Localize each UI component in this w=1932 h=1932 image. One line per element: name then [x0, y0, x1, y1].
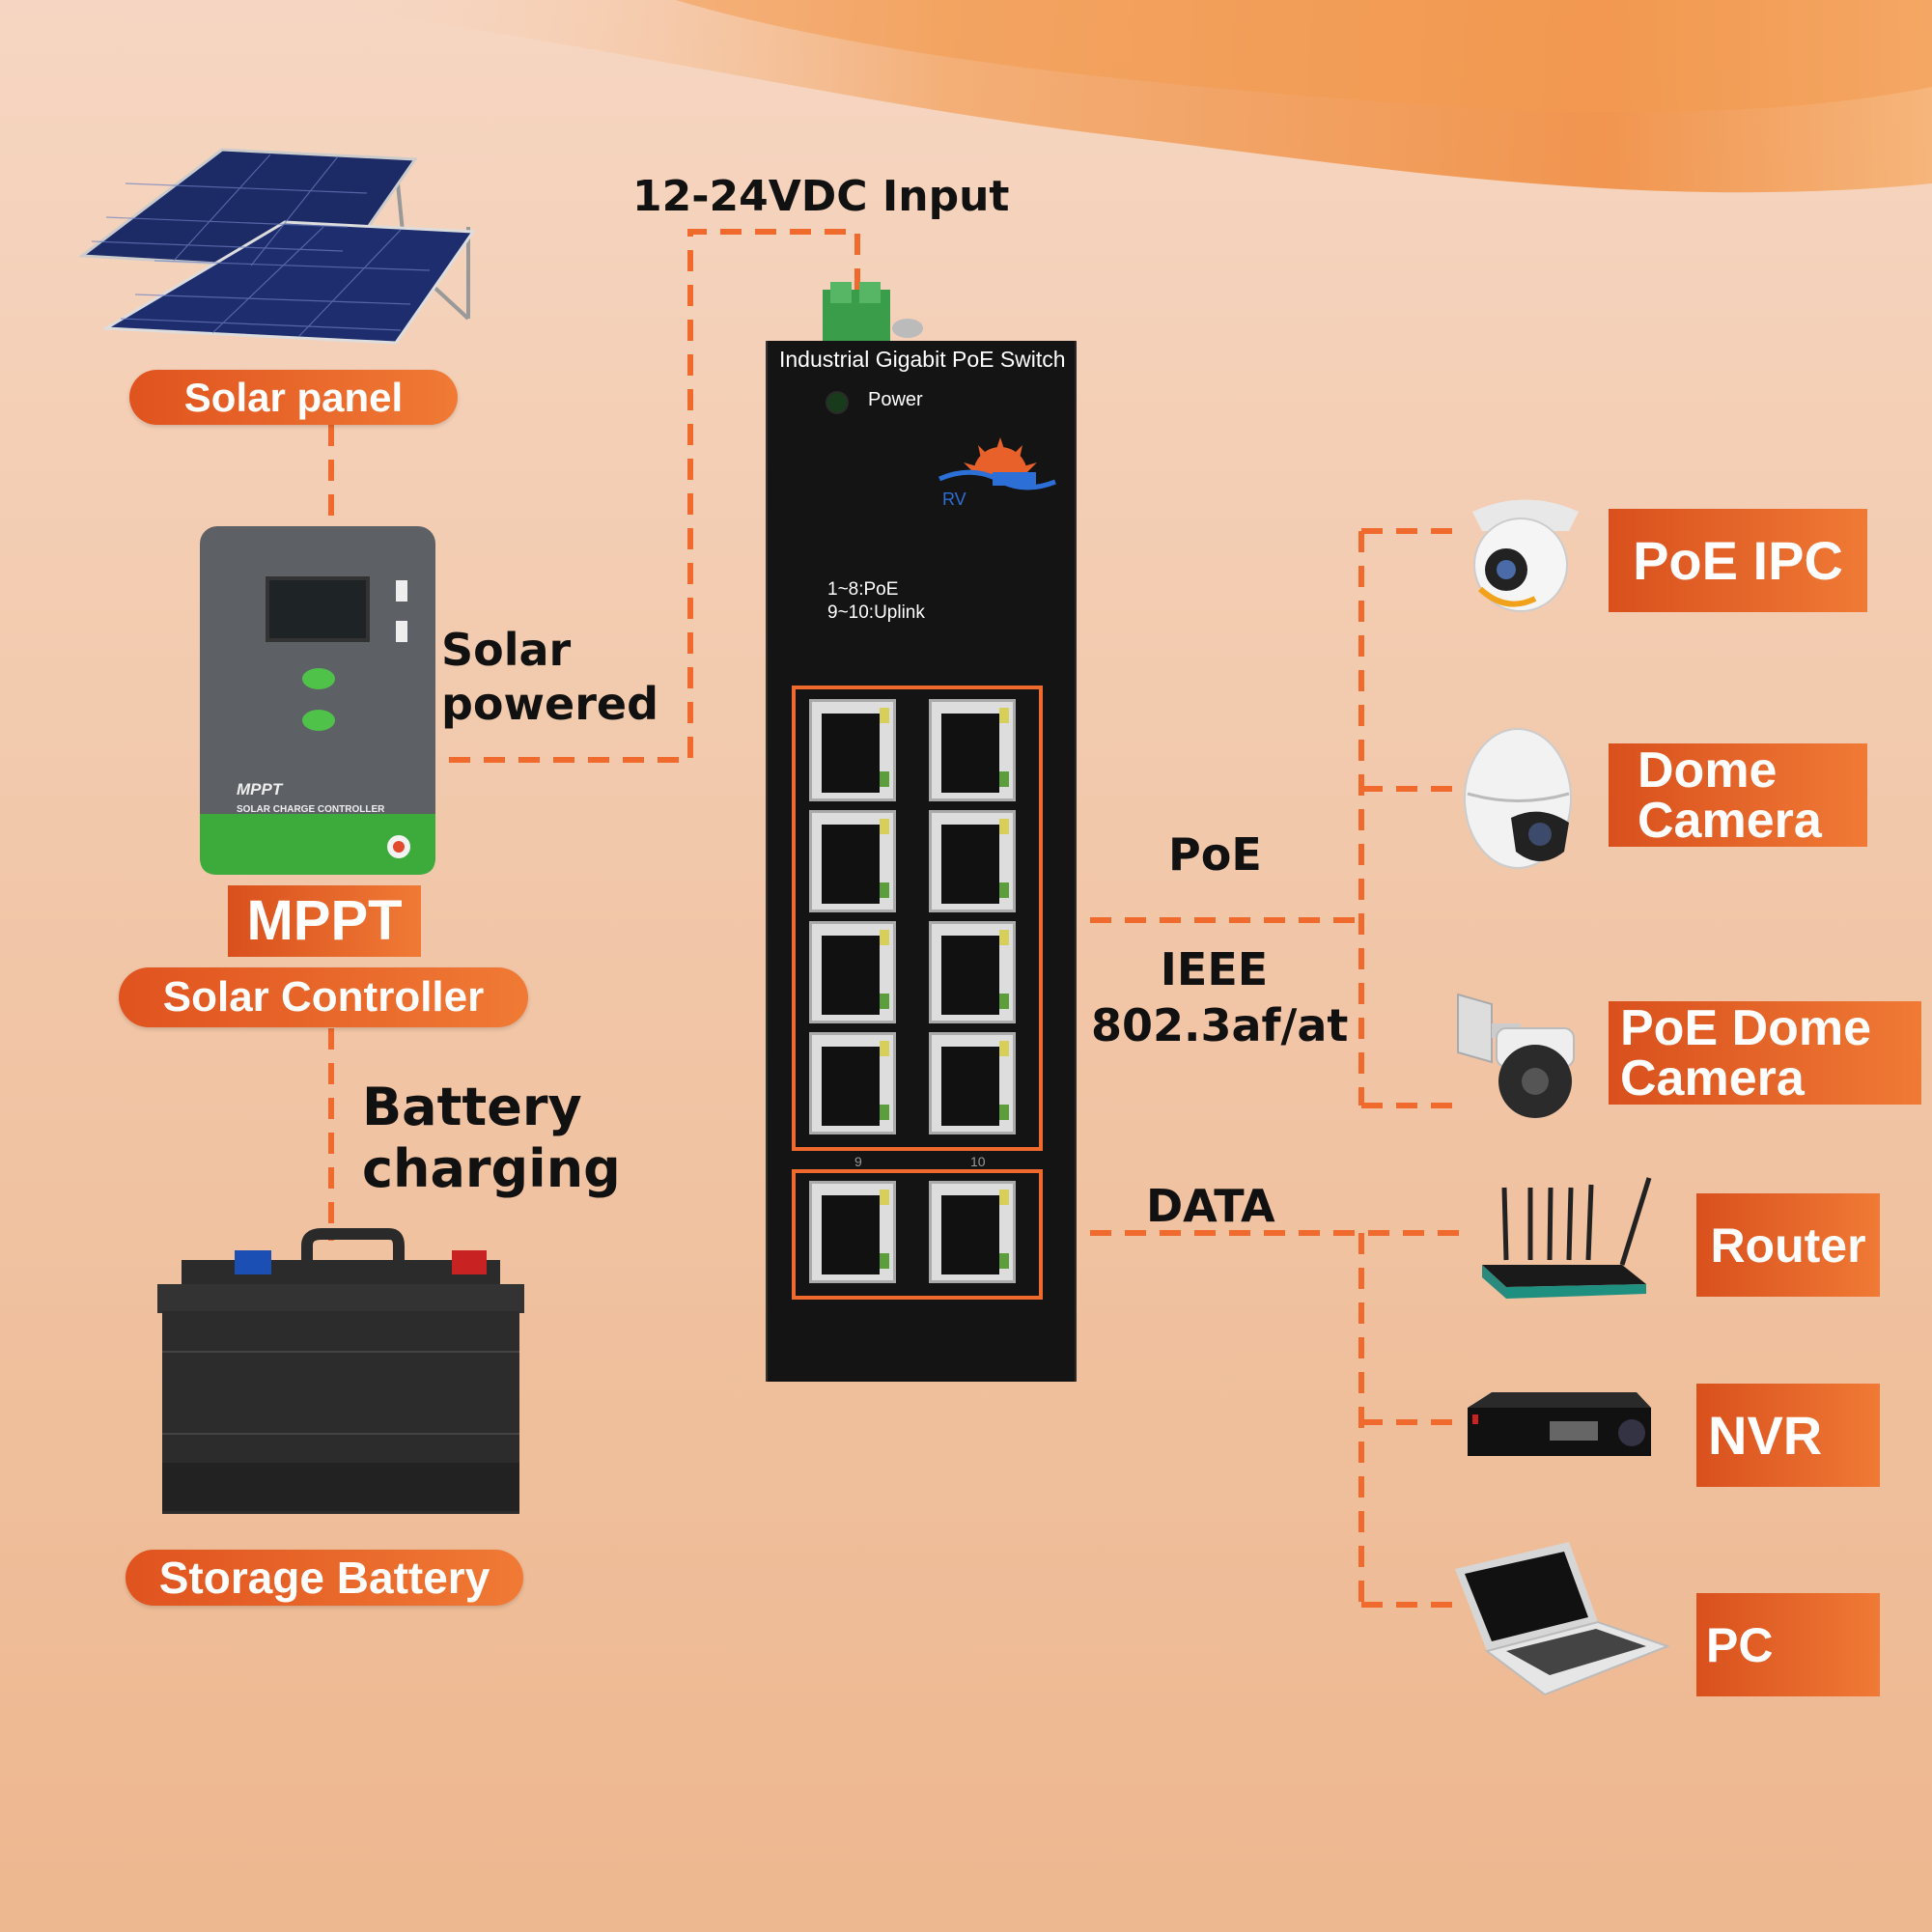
- ethernet-port-6: [929, 921, 1016, 1023]
- logo-text: RV: [942, 490, 966, 509]
- dome-camera-label: Dome Camera: [1609, 743, 1867, 847]
- battery-icon: [157, 1228, 524, 1514]
- ethernet-port-2: [929, 699, 1016, 801]
- controller-brand-text: MPPT: [237, 780, 284, 798]
- solar-controller-label: Solar Controller: [119, 967, 528, 1027]
- solar-panel-label: Solar panel: [129, 370, 458, 425]
- router-label: Router: [1696, 1193, 1880, 1297]
- poe-label: PoE: [1168, 828, 1262, 881]
- port-10-label: 10: [970, 1154, 986, 1169]
- dome-camera-line1: Dome: [1638, 742, 1778, 798]
- poe-ipc-label: PoE IPC: [1609, 509, 1867, 612]
- solar-panel-icon: [77, 148, 476, 345]
- storage-battery-label: Storage Battery: [126, 1550, 523, 1606]
- bullet-camera-icon: [1472, 499, 1579, 612]
- dome-camera-line2: Camera: [1638, 792, 1822, 849]
- dome-camera-icon: [1464, 728, 1572, 869]
- data-label: DATA: [1146, 1180, 1275, 1232]
- ethernet-port-1: [809, 699, 896, 801]
- battery-charging-label: Battery charging: [362, 1077, 621, 1200]
- input-label: 12-24VDC Input: [632, 172, 1010, 221]
- battery-charging-line1: Battery: [362, 1077, 582, 1137]
- uplink-ports-frame: [792, 1169, 1043, 1300]
- poe-ports-frame: [792, 686, 1043, 1151]
- power-led-icon: [826, 391, 849, 414]
- ethernet-port-7: [809, 1032, 896, 1134]
- power-terminal-icon: [823, 282, 923, 346]
- rv-logo-icon: RV: [938, 437, 1056, 509]
- battery-charging-line2: charging: [362, 1138, 621, 1199]
- background-wave: [290, 0, 1932, 193]
- nvr-icon: [1468, 1392, 1651, 1456]
- poe-dome-camera-line2: Camera: [1620, 1050, 1805, 1106]
- ethernet-port-8: [929, 1032, 1016, 1134]
- solar-powered-line2: powered: [441, 678, 659, 730]
- port-info: 1~8:PoE 9~10:Uplink: [827, 578, 925, 625]
- pc-label: PC: [1696, 1593, 1880, 1696]
- mppt-label: MPPT: [228, 885, 421, 957]
- ethernet-port-10: [929, 1181, 1016, 1283]
- controller-subtitle-text: SOLAR CHARGE CONTROLLER: [237, 804, 385, 815]
- ieee-line2: 802.3af/at: [1091, 999, 1349, 1051]
- switch-title: Industrial Gigabit PoE Switch: [779, 347, 1066, 372]
- poe-dome-camera-line1: PoE Dome: [1620, 999, 1872, 1056]
- poe-switch-icon: Industrial Gigabit PoE Switch Power RV 1…: [766, 341, 1077, 1382]
- power-label: Power: [868, 389, 923, 410]
- ethernet-port-9: [809, 1181, 896, 1283]
- port-9-label: 9: [854, 1154, 862, 1169]
- port-info-line1: 1~8:PoE: [827, 579, 899, 600]
- mppt-controller-icon: MPPT SOLAR CHARGE CONTROLLER: [200, 526, 435, 875]
- solar-powered-line1: Solar: [441, 624, 572, 676]
- nvr-label: NVR: [1696, 1384, 1880, 1487]
- ieee-line1: IEEE: [1160, 943, 1269, 995]
- ethernet-port-5: [809, 921, 896, 1023]
- ethernet-port-3: [809, 810, 896, 912]
- port-info-line2: 9~10:Uplink: [827, 602, 925, 623]
- poe-dome-camera-label: PoE Dome Camera: [1609, 1001, 1921, 1105]
- ethernet-port-4: [929, 810, 1016, 912]
- laptop-icon: [1455, 1542, 1670, 1696]
- solar-powered-label: Solar powered: [441, 623, 658, 731]
- ieee-label: IEEE 802.3af/at: [1091, 941, 1349, 1053]
- router-icon: [1482, 1177, 1652, 1299]
- ptz-camera-icon: [1457, 993, 1575, 1118]
